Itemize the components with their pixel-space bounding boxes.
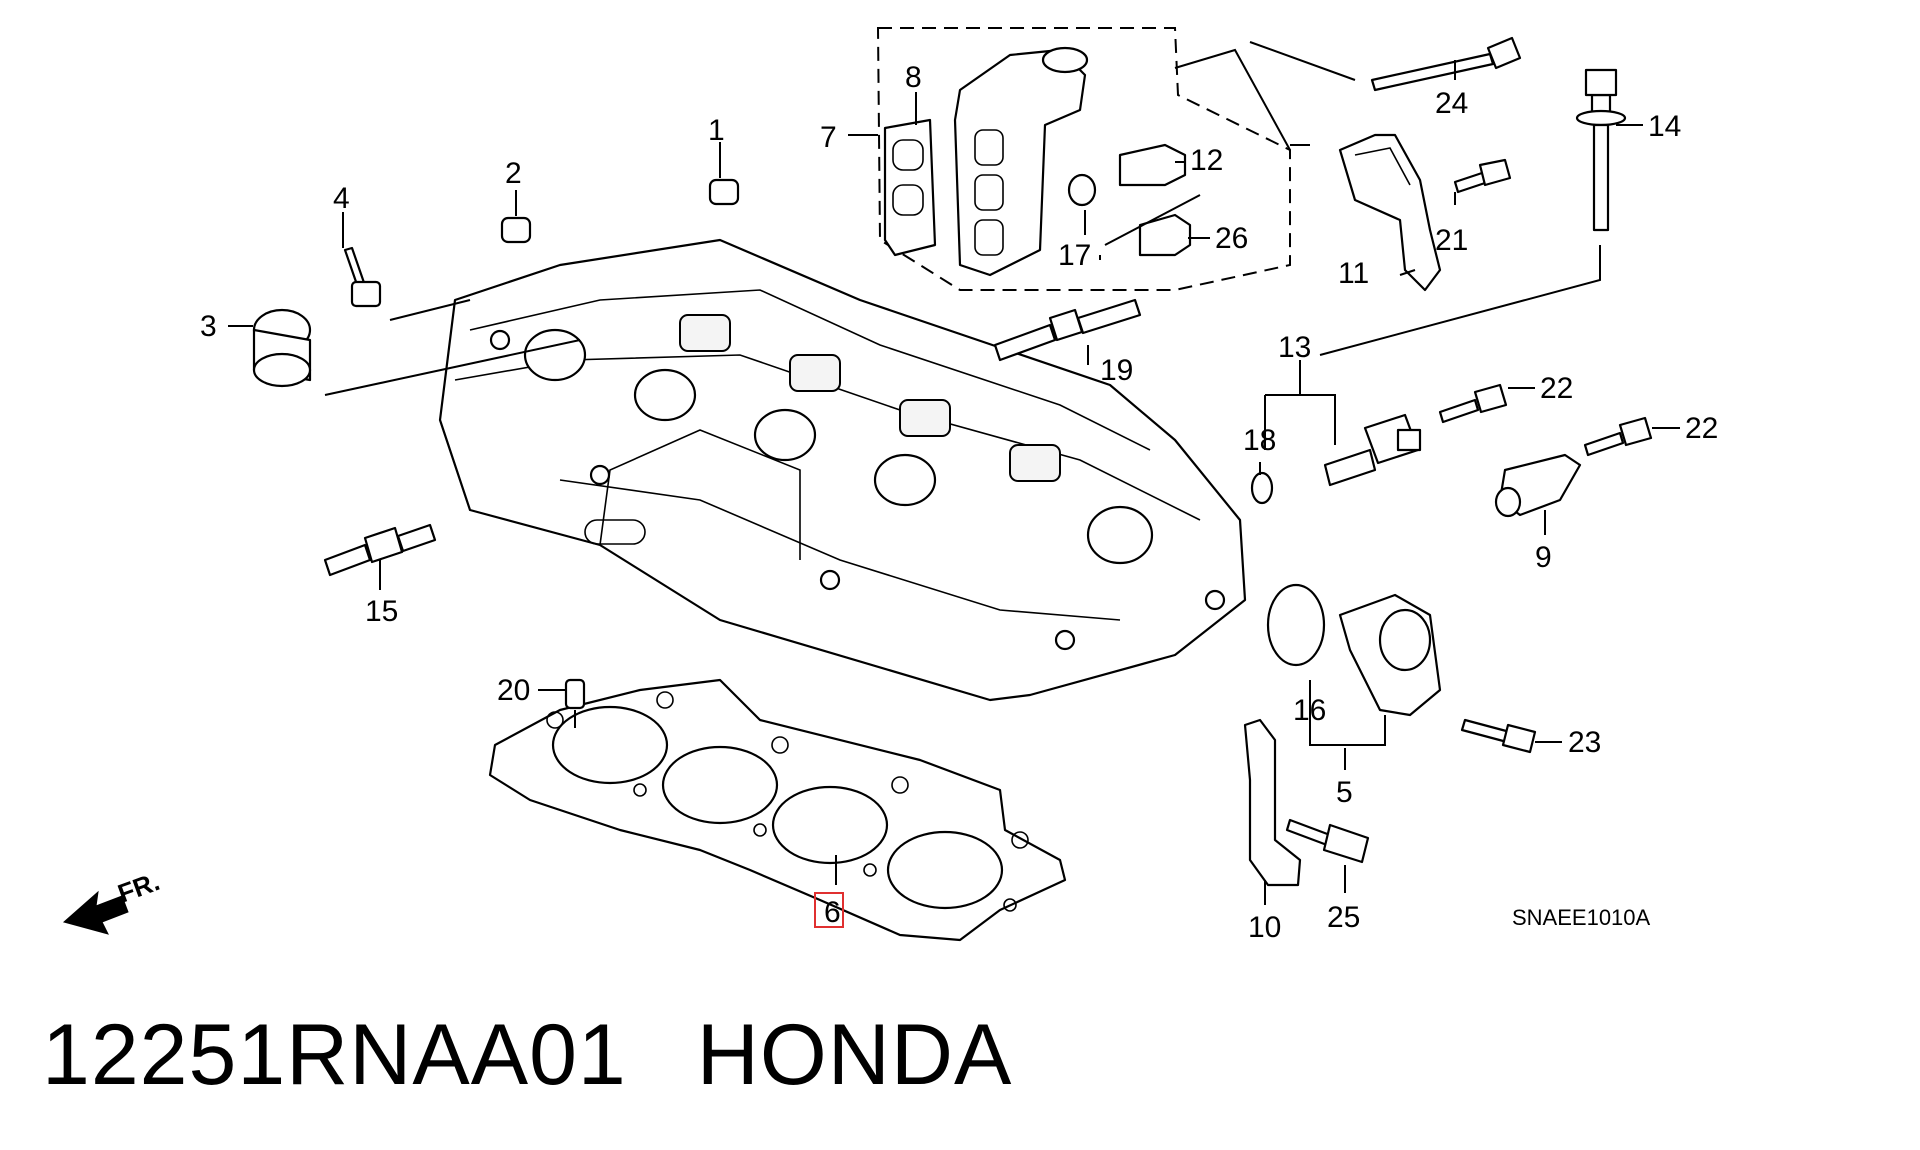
- part-number: 12251RNAA01: [42, 1007, 627, 1103]
- callout-26[interactable]: 26: [1215, 222, 1248, 255]
- bracket-11: [1338, 133, 1442, 292]
- callout-23[interactable]: 23: [1568, 726, 1601, 759]
- seal-1: [708, 178, 740, 206]
- callout-labels: 1 2 3 4 5 6 7 8 9 10 11 12 13 14 15 16 1…: [200, 61, 1718, 944]
- callout-12[interactable]: 12: [1190, 144, 1223, 177]
- callout-17[interactable]: 17: [1058, 239, 1091, 272]
- bolt-22b: [1583, 416, 1653, 457]
- front-direction-marker: FR.: [62, 866, 164, 935]
- callout-21[interactable]: 21: [1435, 224, 1468, 257]
- callout-8[interactable]: 8: [905, 61, 922, 94]
- stud-15: [323, 523, 437, 577]
- spool-valve-assembly: [876, 27, 1291, 291]
- stud-19: [993, 298, 1142, 362]
- callout-18[interactable]: 18: [1243, 424, 1276, 457]
- callout-14[interactable]: 14: [1648, 110, 1681, 143]
- bolt-22a: [1438, 383, 1508, 424]
- callout-16[interactable]: 16: [1293, 694, 1326, 727]
- callout-11[interactable]: 11: [1338, 257, 1369, 290]
- leader-lines: [228, 41, 1680, 905]
- callout-10[interactable]: 10: [1248, 911, 1281, 944]
- callout-20[interactable]: 20: [497, 674, 530, 707]
- callout-3[interactable]: 3: [200, 310, 217, 343]
- drawing-code: SNAEE1010A: [1512, 905, 1651, 930]
- seal-2: [500, 216, 532, 244]
- water-outlet-5: [1266, 583, 1442, 717]
- callout-19[interactable]: 19: [1100, 354, 1133, 387]
- bolt-24: [1370, 36, 1522, 92]
- cylinder-head: [438, 238, 1247, 702]
- o-ring-18: [1250, 471, 1274, 505]
- sensor-4: [343, 246, 382, 308]
- bolt-21: [1453, 158, 1512, 194]
- bolt-23: [1460, 718, 1537, 754]
- dowel-20: [564, 678, 586, 710]
- bolt-14: [1575, 68, 1627, 232]
- callout-9[interactable]: 9: [1535, 541, 1552, 574]
- sensor-13: [1323, 413, 1422, 487]
- bolt-25: [1285, 818, 1370, 864]
- bracket-10: [1243, 718, 1302, 887]
- callout-22b[interactable]: 22: [1685, 412, 1718, 445]
- callout-4[interactable]: 4: [333, 182, 350, 215]
- plug-3: [252, 308, 312, 388]
- front-label: FR.: [114, 866, 164, 909]
- callout-1[interactable]: 1: [708, 114, 725, 147]
- callout-6-highlight: [814, 892, 844, 928]
- head-gasket: [488, 678, 1067, 942]
- brand-name: HONDA: [696, 1007, 1013, 1103]
- callout-13[interactable]: 13: [1278, 331, 1311, 364]
- callout-25[interactable]: 25: [1327, 901, 1360, 934]
- water-outlet-9: [1494, 453, 1582, 518]
- callout-7[interactable]: 7: [820, 121, 837, 154]
- callout-5[interactable]: 5: [1336, 776, 1353, 809]
- callout-22a[interactable]: 22: [1540, 372, 1573, 405]
- callout-2[interactable]: 2: [505, 157, 522, 190]
- front-arrow-icon: [62, 890, 129, 935]
- callout-24[interactable]: 24: [1435, 87, 1468, 120]
- callout-6[interactable]: 6: [824, 896, 841, 929]
- callout-15[interactable]: 15: [365, 595, 398, 628]
